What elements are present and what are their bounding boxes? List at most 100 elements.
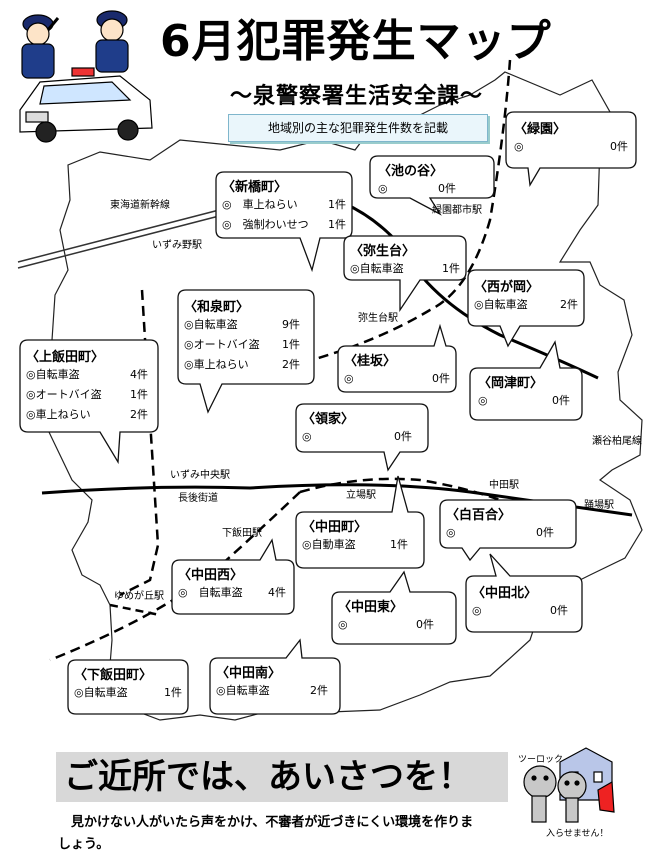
- crime-count: 9件: [282, 318, 300, 331]
- bubble-nakatakita: [465, 553, 583, 633]
- label-yayoidai-station: 弥生台駅: [358, 313, 398, 324]
- area-name: 〈弥生台〉: [350, 244, 416, 259]
- mascot-label-bottom: 入らせません！: [546, 829, 609, 839]
- label-shimoiida-station: 下飯田駅: [222, 528, 262, 539]
- bubble-yayoidai: [343, 235, 467, 313]
- crime-type: ◎オートバイ盗: [184, 338, 260, 351]
- crime-type: ◎自転車盗: [216, 684, 270, 697]
- area-name: 〈上飯田町〉: [26, 350, 105, 365]
- area-name: 〈領家〉: [302, 412, 355, 427]
- crime-type: ◎: [344, 372, 354, 385]
- area-name: 〈中田東〉: [338, 600, 404, 615]
- bubble-izumicho: [177, 289, 315, 414]
- crime-type: ◎ 強制わいせつ: [222, 218, 309, 231]
- label-tateba-station: 立場駅: [346, 490, 376, 501]
- crime-count: 4件: [268, 586, 286, 599]
- area-nakatakita: 〈中田北〉 ◎0件: [472, 582, 568, 621]
- legend-note: 地域別の主な犯罪発生件数を記載: [228, 114, 488, 142]
- crime-count: 0件: [438, 182, 456, 195]
- area-name: 〈中田西〉: [178, 568, 244, 583]
- area-name: 〈和泉町〉: [184, 300, 250, 315]
- area-nakatahigashi: 〈中田東〉 ◎ 0件: [338, 596, 434, 635]
- crime-type: ◎車上ねらい: [26, 408, 91, 421]
- crime-type: ◎自転車盗: [26, 368, 80, 381]
- crime-type: ◎自転車盗: [74, 686, 128, 699]
- label-nagago-highway: 長後街道: [178, 493, 218, 504]
- crime-type: ◎自転車盗: [474, 298, 528, 311]
- label-izumino-station: いずみ野駅: [152, 240, 202, 251]
- crime-count: 0件: [552, 394, 570, 407]
- crime-type: ◎ 自転車盗: [178, 586, 243, 599]
- label-tokaido-shinkansen: 東海道新幹線: [110, 200, 170, 211]
- crime-count: 1件: [328, 218, 346, 231]
- crime-type: ◎ 車上ねらい: [222, 198, 298, 211]
- page-subtitle: ～泉警察署生活安全課～: [230, 84, 484, 109]
- page-title: 6月犯罪発生マップ: [160, 16, 552, 67]
- label-ryokuen-station: 緑園都市駅: [432, 205, 482, 216]
- label-odoriba-station: 踊場駅: [584, 500, 614, 511]
- bubble-katsurazaka: [337, 323, 457, 393]
- slogan-text: ご近所では、あいさつを！: [64, 757, 472, 797]
- area-ryoke: 〈領家〉 ◎ 0件: [302, 408, 412, 447]
- crime-count: 1件: [390, 538, 408, 551]
- area-name: 〈岡津町〉: [478, 376, 544, 391]
- crime-type: ◎: [338, 618, 348, 631]
- crime-count: 4件: [130, 368, 148, 381]
- crime-type: ◎車上ねらい: [184, 358, 249, 371]
- mascot-illustration: [523, 747, 615, 823]
- crime-type: ◎: [378, 182, 388, 195]
- bubble-ryokuen: [505, 111, 637, 187]
- crime-type: ◎オートバイ盗: [26, 388, 102, 401]
- bubble-kamiiida: [19, 339, 159, 465]
- bubble-shirayuri: [439, 499, 577, 562]
- label-izumichuo-station: いずみ中央駅: [170, 470, 230, 481]
- area-nakatanishi: 〈中田西〉 ◎ 自転車盗 4件: [178, 564, 286, 603]
- bubble-shimbashi: [215, 171, 353, 273]
- area-yayoidai: 〈弥生台〉 ◎自転車盗 1件: [350, 240, 460, 279]
- area-ryokuen: 〈緑園〉 ◎0件: [514, 118, 628, 157]
- area-name: 〈池の谷〉: [378, 164, 444, 179]
- area-shimoiida: 〈下飯田町〉 ◎自転車盗 1件: [74, 664, 182, 703]
- crime-count: 2件: [282, 358, 300, 371]
- crime-type: ◎: [472, 604, 482, 617]
- slogan-banner: [56, 752, 508, 802]
- area-kamiiida: 〈上飯田町〉 ◎自転車盗 4件 ◎オートバイ盗 1件 ◎車上ねらい 2件: [26, 346, 148, 425]
- subway-line-west: [49, 491, 301, 662]
- tokaido-shinkansen-line-2: [17, 207, 251, 269]
- crime-count: 0件: [550, 604, 568, 617]
- area-nakatacho: 〈中田町〉 ◎自動車盗 1件: [302, 516, 408, 555]
- label-yumegaoka-station: ゆめが丘駅: [114, 591, 164, 602]
- bubble-nakatacho: [295, 475, 425, 569]
- mascot-label-top: ツーロック: [518, 755, 564, 765]
- area-name: 〈西が岡〉: [474, 280, 540, 295]
- area-name: 〈中田南〉: [216, 666, 282, 681]
- district-boundary: [27, 71, 643, 721]
- crime-type: ◎: [478, 394, 488, 407]
- odakyu-line: [119, 289, 160, 597]
- crime-count: 0件: [394, 430, 412, 443]
- crime-type: ◎自転車盗: [350, 262, 404, 275]
- area-name: 〈下飯田町〉: [74, 668, 153, 683]
- footer-message: 見かけない人がいたら声をかけ、不審者が近づきにくい環境を作りましょう。: [58, 815, 474, 852]
- police-illustration: [19, 10, 153, 143]
- crime-type: ◎: [446, 526, 456, 539]
- crime-count: 1件: [442, 262, 460, 275]
- area-name: 〈緑園〉: [514, 122, 567, 137]
- crime-count: 1件: [164, 686, 182, 699]
- area-okatsu: 〈岡津町〉 ◎ 0件: [478, 372, 570, 411]
- bubble-shimoiida: [67, 659, 189, 715]
- crime-type: ◎自動車盗: [302, 538, 356, 551]
- area-name: 〈桂坂〉: [344, 354, 397, 369]
- crime-type: ◎: [302, 430, 312, 443]
- crime-count: 0件: [416, 618, 434, 631]
- area-name: 〈中田町〉: [302, 520, 368, 535]
- bubble-nakatanishi: [171, 538, 295, 615]
- crime-count: 2件: [130, 408, 148, 421]
- subway-line-south: [299, 477, 521, 510]
- crime-count: 1件: [282, 338, 300, 351]
- crime-count: 1件: [130, 388, 148, 401]
- area-katsurazaka: 〈桂坂〉 ◎0件: [344, 350, 450, 389]
- crime-type: ◎: [514, 140, 524, 153]
